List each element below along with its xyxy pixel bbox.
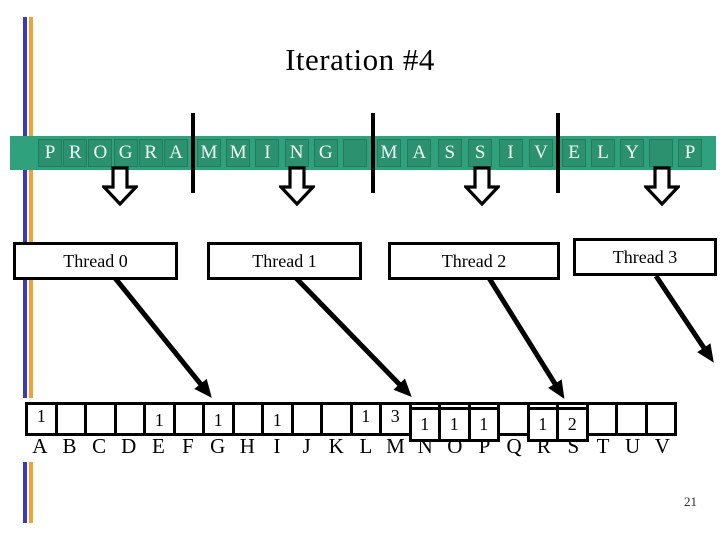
banner-empty-cell [342,139,367,167]
banner-letter-cell: L [591,139,615,167]
down-arrow-icon [102,166,138,206]
bin-letter: B [62,434,77,458]
bin-letter: G [210,434,226,458]
count-cell-F [172,405,203,433]
bin-letter: R [536,434,551,458]
banner-letter-cell: N [284,139,309,167]
banner-letter-cell: V [528,139,553,167]
banner-empty-cell [649,139,673,167]
count-cell-K [320,405,350,433]
count-cell-U [615,405,645,433]
banner-letter-cell: A [407,139,432,167]
banner-letter-cell: S [468,139,493,167]
count-cell-Q [497,405,527,433]
bin-letter: H [239,434,255,458]
count-cell-S: 2 [556,405,589,442]
bin-letter: L [359,434,373,458]
count-cell-I: 1 [261,405,291,433]
count-cell-D [113,405,144,433]
banner-letter-cell: M [226,139,251,167]
banner-letter-cell: I [498,139,523,167]
bin-letter: J [302,434,311,458]
thread-box-2: Thread 2 [388,242,560,280]
count-cell-H [231,405,262,433]
thread-box-1: Thread 1 [207,242,362,280]
banner-letter-cell: A [163,139,188,167]
thread-box-0: Thread 0 [13,242,178,280]
bin-letter: V [654,434,670,458]
bin-letter: I [273,434,281,458]
banner-letter-cell: G [313,139,338,167]
banner-letter-cell: R [63,139,88,167]
count-cell-E: 1 [143,405,173,433]
banner-letter-cell: R [138,139,163,167]
count-cell-J [290,405,321,433]
count-cell-N: 1 [408,405,441,442]
bin-letter: C [92,434,107,458]
bin-letter: T [596,434,610,458]
thread-box-3: Thread 3 [573,238,717,276]
count-cell-R: 1 [526,405,559,442]
bin-letter: P [478,434,491,458]
down-arrow-icon [279,166,315,206]
offset-count-box: 2 [556,407,589,442]
banner-letter-cell: M [377,139,401,167]
down-arrow-icon [464,166,500,206]
bin-letter: F [182,434,194,458]
count-cell-B [54,405,85,433]
bin-letter: M [386,434,405,458]
count-cell-P: 1 [467,405,500,442]
bin-letter: S [567,434,580,458]
down-arrow-icon [644,166,680,206]
banner-letter-cell: Y [620,139,644,167]
page-title: Iteration #4 [285,42,435,77]
section-divider [191,113,195,193]
banner-letter-cell: S [437,139,462,167]
count-cell-T [585,405,616,433]
count-cell-L: 1 [349,405,380,433]
count-cell-M: 3 [379,405,409,433]
bin-letter: D [121,434,137,458]
banner-letter-cell: I [255,139,280,167]
banner-letter-cell: E [562,139,586,167]
offset-count-box: 1 [467,407,500,442]
section-divider [371,113,375,193]
bin-letter: U [625,434,641,458]
count-cell-O: 1 [438,405,471,442]
banner-letter-cell: O [88,139,113,167]
count-cell-G: 1 [202,405,232,433]
page-number: 21 [684,494,697,509]
bin-letter: Q [506,434,522,458]
bin-letter: O [447,434,463,458]
bin-letter: K [328,434,344,458]
banner-letter-cell: G [113,139,138,167]
count-cell-C [84,405,114,433]
offset-count-box: 1 [408,407,441,442]
bin-letter: A [32,434,48,458]
count-cell-V [644,405,675,433]
banner-letter-cell: M [197,139,221,167]
offset-count-box: 1 [526,407,559,442]
banner-letter-cell: P [38,139,62,167]
section-divider [556,113,560,193]
bin-letter: N [417,434,433,458]
banner-letter-cell: P [678,139,702,167]
bin-letter: E [151,434,165,458]
count-cell-A: 1 [36,406,46,426]
